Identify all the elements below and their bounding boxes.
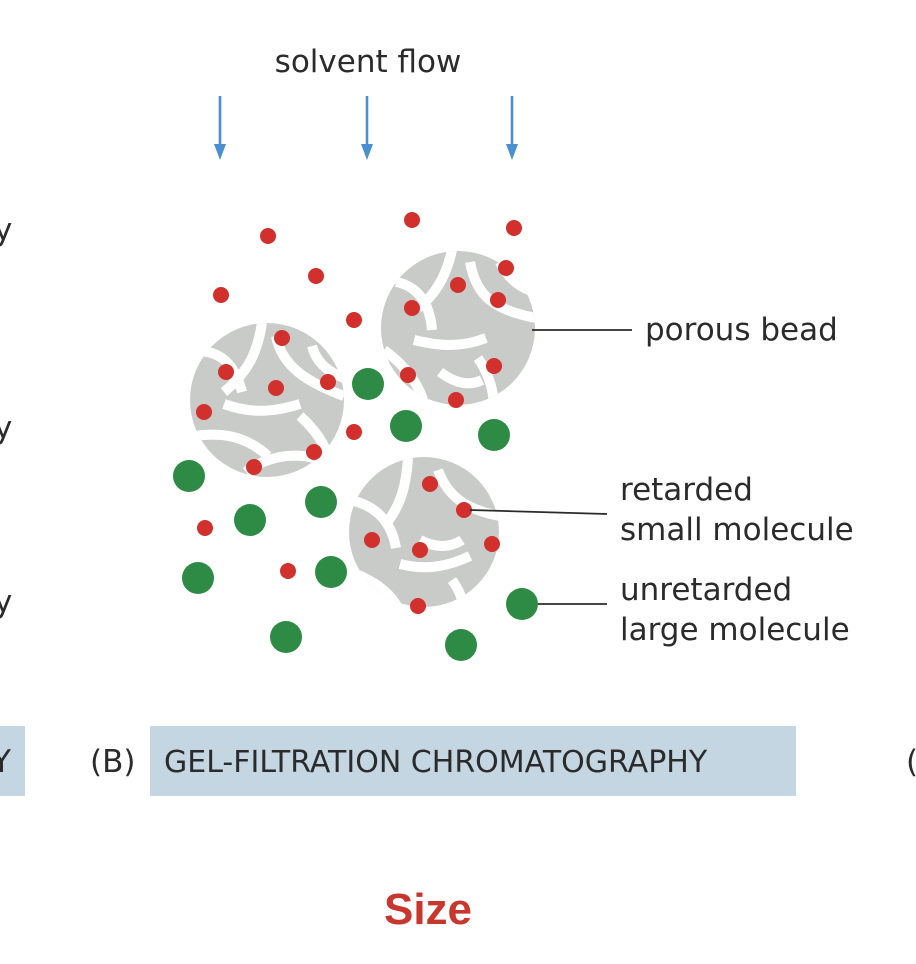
small-molecule xyxy=(422,476,438,492)
unretarded-large-molecule-label-line2: large molecule xyxy=(620,612,850,648)
small-molecule xyxy=(268,380,284,396)
panel-title-bar: GEL-FILTRATION CHROMATOGRAPHY xyxy=(150,726,796,796)
small-molecule xyxy=(320,374,336,390)
callout-lines xyxy=(469,329,632,605)
small-molecule xyxy=(404,300,420,316)
large-molecule xyxy=(478,419,510,451)
small-molecule xyxy=(410,598,426,614)
small-molecules xyxy=(196,212,522,614)
small-molecule-callout-line xyxy=(469,509,608,515)
left-edge-fragment: y xyxy=(0,410,12,446)
down-arrow-icon xyxy=(361,96,373,160)
small-molecule xyxy=(346,424,362,440)
small-molecule xyxy=(308,268,324,284)
small-molecule xyxy=(280,563,296,579)
retarded-small-molecule-label-line2: small molecule xyxy=(620,512,854,548)
small-molecule xyxy=(486,358,502,374)
small-molecule xyxy=(412,542,428,558)
small-molecule xyxy=(364,532,380,548)
small-molecule xyxy=(404,212,420,228)
retarded-small-molecule-label-line1: retarded xyxy=(620,472,753,508)
large-molecule xyxy=(182,562,214,594)
small-molecule xyxy=(456,502,472,518)
unretarded-large-molecule-label-line1: unretarded xyxy=(620,572,792,608)
small-molecule xyxy=(213,287,229,303)
small-molecule xyxy=(196,404,212,420)
solvent-flow-label: solvent flow xyxy=(275,44,462,80)
small-molecule xyxy=(448,392,464,408)
right-panel-fragment: ( xyxy=(906,744,916,780)
large-molecule xyxy=(390,410,422,442)
large-molecule xyxy=(352,368,384,400)
small-molecule xyxy=(490,292,506,308)
porous-bead xyxy=(381,251,535,405)
small-molecule xyxy=(506,220,522,236)
panel-letter: (B) xyxy=(90,744,135,780)
small-molecule xyxy=(346,312,362,328)
small-molecule xyxy=(246,459,262,475)
down-arrow-icon xyxy=(214,96,226,160)
small-molecule xyxy=(274,330,290,346)
small-molecule xyxy=(218,364,234,380)
large-molecule xyxy=(234,504,266,536)
down-arrow-icon xyxy=(506,96,518,160)
small-molecule xyxy=(498,260,514,276)
small-molecule xyxy=(484,536,500,552)
left-edge-fragment: y xyxy=(0,212,12,248)
large-molecule xyxy=(173,460,205,492)
large-molecule xyxy=(270,621,302,653)
solvent-flow-arrows xyxy=(214,96,518,160)
panel-title: GEL-FILTRATION CHROMATOGRAPHY xyxy=(164,745,708,780)
large-molecule xyxy=(315,556,347,588)
large-molecule xyxy=(445,629,477,661)
small-molecule xyxy=(306,444,322,460)
left-edge-fragment: y xyxy=(0,584,12,620)
large-molecule xyxy=(506,588,538,620)
left-panel-title-fragment xyxy=(0,726,25,796)
size-caption: Size xyxy=(384,885,472,934)
small-molecule xyxy=(450,277,466,293)
porous-bead-label: porous bead xyxy=(645,312,838,348)
small-molecule xyxy=(260,228,276,244)
left-panel-title-letter: Y xyxy=(0,744,11,780)
small-molecule xyxy=(197,520,213,536)
small-molecule xyxy=(400,367,416,383)
large-molecule xyxy=(305,486,337,518)
large-molecules xyxy=(173,368,538,661)
